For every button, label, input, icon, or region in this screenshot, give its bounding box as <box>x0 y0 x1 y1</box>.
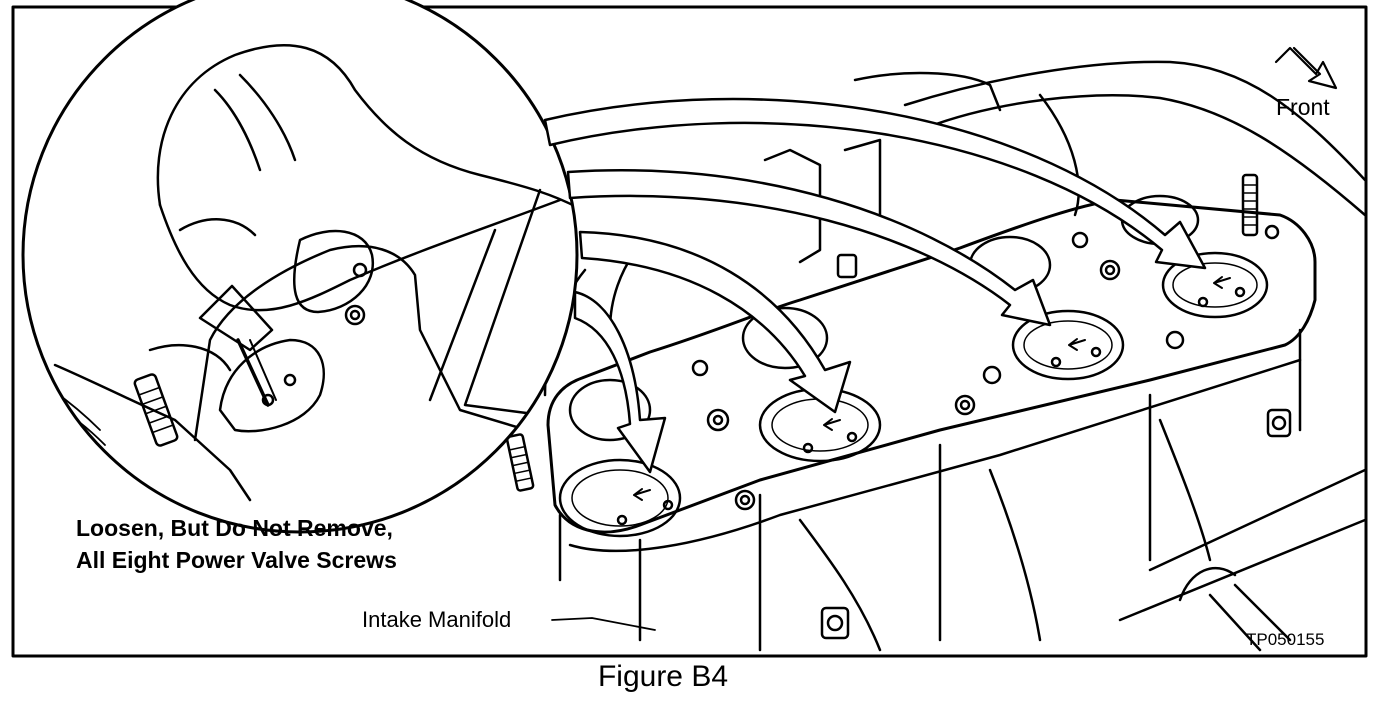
arrow-to-port-3 <box>566 169 1052 327</box>
figure-caption: Figure B4 <box>597 660 729 693</box>
mounting-studs <box>505 173 1292 640</box>
arrow-to-port-2 <box>578 230 852 414</box>
instruction-line-2: All Eight Power Valve Screws <box>76 547 397 573</box>
callout-arrows <box>543 97 1207 474</box>
instruction-text: Loosen, But Do Not Remove, All Eight Pow… <box>76 512 397 576</box>
magnified-inset <box>21 0 579 534</box>
arrow-to-port-1 <box>573 290 667 474</box>
arrow-to-port-4 <box>543 97 1207 270</box>
figure-frame <box>11 5 1368 658</box>
front-direction-arrow <box>1274 46 1338 90</box>
intake-manifold-label: Intake Manifold <box>362 607 512 632</box>
instruction-line-1: Loosen, But Do Not Remove, <box>76 515 393 541</box>
front-label: Front <box>1276 94 1330 120</box>
manifold-leader-line <box>551 617 656 631</box>
drawing-code: TP050155 <box>1246 630 1325 649</box>
